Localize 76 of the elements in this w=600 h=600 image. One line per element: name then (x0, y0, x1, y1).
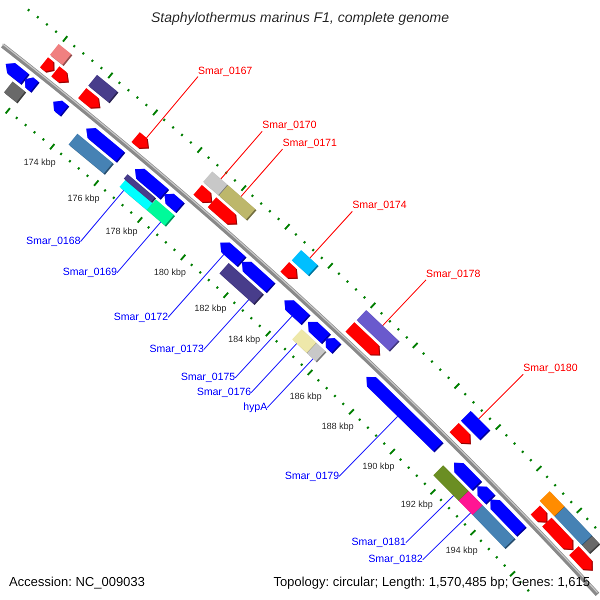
gene-label: Smar_0176 (196, 386, 252, 400)
gene-label: Smar_0178 (426, 268, 480, 281)
gene-pentagon (450, 422, 471, 444)
gene-bar (4, 81, 26, 104)
leader-line (203, 299, 250, 350)
gene-pentagon (131, 132, 150, 150)
gene-pentagon (326, 338, 342, 354)
gene-pentagon (280, 262, 298, 279)
scale-label: 186 kbp (290, 390, 322, 401)
gene-bar (88, 74, 118, 104)
gene-pentagon (530, 506, 548, 523)
gene-pentagon (490, 500, 527, 537)
leader-line (250, 343, 298, 394)
gene-pentagon (242, 262, 276, 294)
gene-bar (307, 342, 326, 363)
gene-bar (582, 536, 600, 554)
scale-label: 188 kbp (322, 421, 354, 432)
scale-label: 174 kbp (24, 157, 56, 168)
gene-pentagon (220, 242, 247, 268)
gene-pentagon (164, 194, 185, 214)
genome-summary-label: Topology: circular; Length: 1,570,485 bp; Genes: 1,615 (273, 574, 590, 589)
accession-label: Accession: NC_009033 (9, 574, 145, 589)
leader-line (478, 374, 524, 420)
scale-label: 182 kbp (194, 303, 226, 314)
gene-label: Smar_0181 (352, 536, 406, 550)
gene-label: Smar_0170 (262, 119, 316, 132)
leader-line (240, 148, 284, 197)
scale-label: 180 kbp (154, 267, 186, 278)
scale-label: 184 kbp (228, 334, 260, 344)
scale-label: 194 kbp (446, 544, 478, 555)
map-title: Staphylothermus marinus F1, complete genome (150, 9, 450, 26)
leader-line (405, 495, 454, 544)
leader-line (168, 254, 224, 318)
gene-label: Smar_0172 (114, 310, 168, 324)
scale-label: 190 kbp (362, 460, 394, 471)
gene-pentagon (51, 66, 69, 84)
gene-label: Smar_0180 (523, 362, 578, 376)
gene-label: hypA (243, 401, 268, 414)
leader-line (220, 130, 263, 180)
gene-pentagon (134, 168, 170, 200)
leader-line (266, 358, 314, 408)
leader-line (309, 210, 353, 258)
gene-bar (292, 250, 319, 276)
gene-pentagon (25, 77, 40, 93)
scale-label: 176 kbp (67, 193, 100, 204)
gene-pentagon (193, 184, 212, 204)
gene-pentagon (86, 128, 126, 163)
scale-label: 192 kbp (400, 498, 433, 509)
gene-label: Smar_0174 (352, 199, 407, 212)
gene-bar (554, 506, 593, 546)
leader-line (382, 279, 427, 326)
gene-label: Smar_0175 (180, 371, 236, 384)
gene-bar (218, 185, 257, 221)
leader-line (422, 512, 472, 560)
gene-label: Smar_0179 (284, 470, 340, 483)
gene-label: Smar_0167 (198, 64, 252, 78)
gene-label: Smar_0168 (26, 235, 80, 248)
gene-bar (356, 310, 400, 352)
gene-label: Smar_0173 (150, 342, 204, 356)
scale-label: 178 kbp (105, 226, 138, 236)
gene-pentagon (6, 63, 30, 85)
leader-line (146, 76, 198, 138)
gene-label: Smar_0171 (282, 137, 337, 150)
leader-line (338, 416, 398, 477)
leader-line (116, 222, 162, 274)
gene-bar (460, 410, 490, 440)
gene-pentagon (40, 57, 55, 73)
gene-pentagon (366, 376, 444, 452)
gene-pentagon (284, 300, 311, 326)
gene-bar (50, 44, 72, 66)
gene-label: Smar_0182 (368, 553, 423, 566)
gene-label: Smar_0169 (62, 266, 117, 280)
leader-line (234, 316, 292, 378)
gene-pentagon (308, 322, 332, 344)
gene-pentagon (53, 100, 70, 117)
gene-pentagon (454, 462, 482, 492)
